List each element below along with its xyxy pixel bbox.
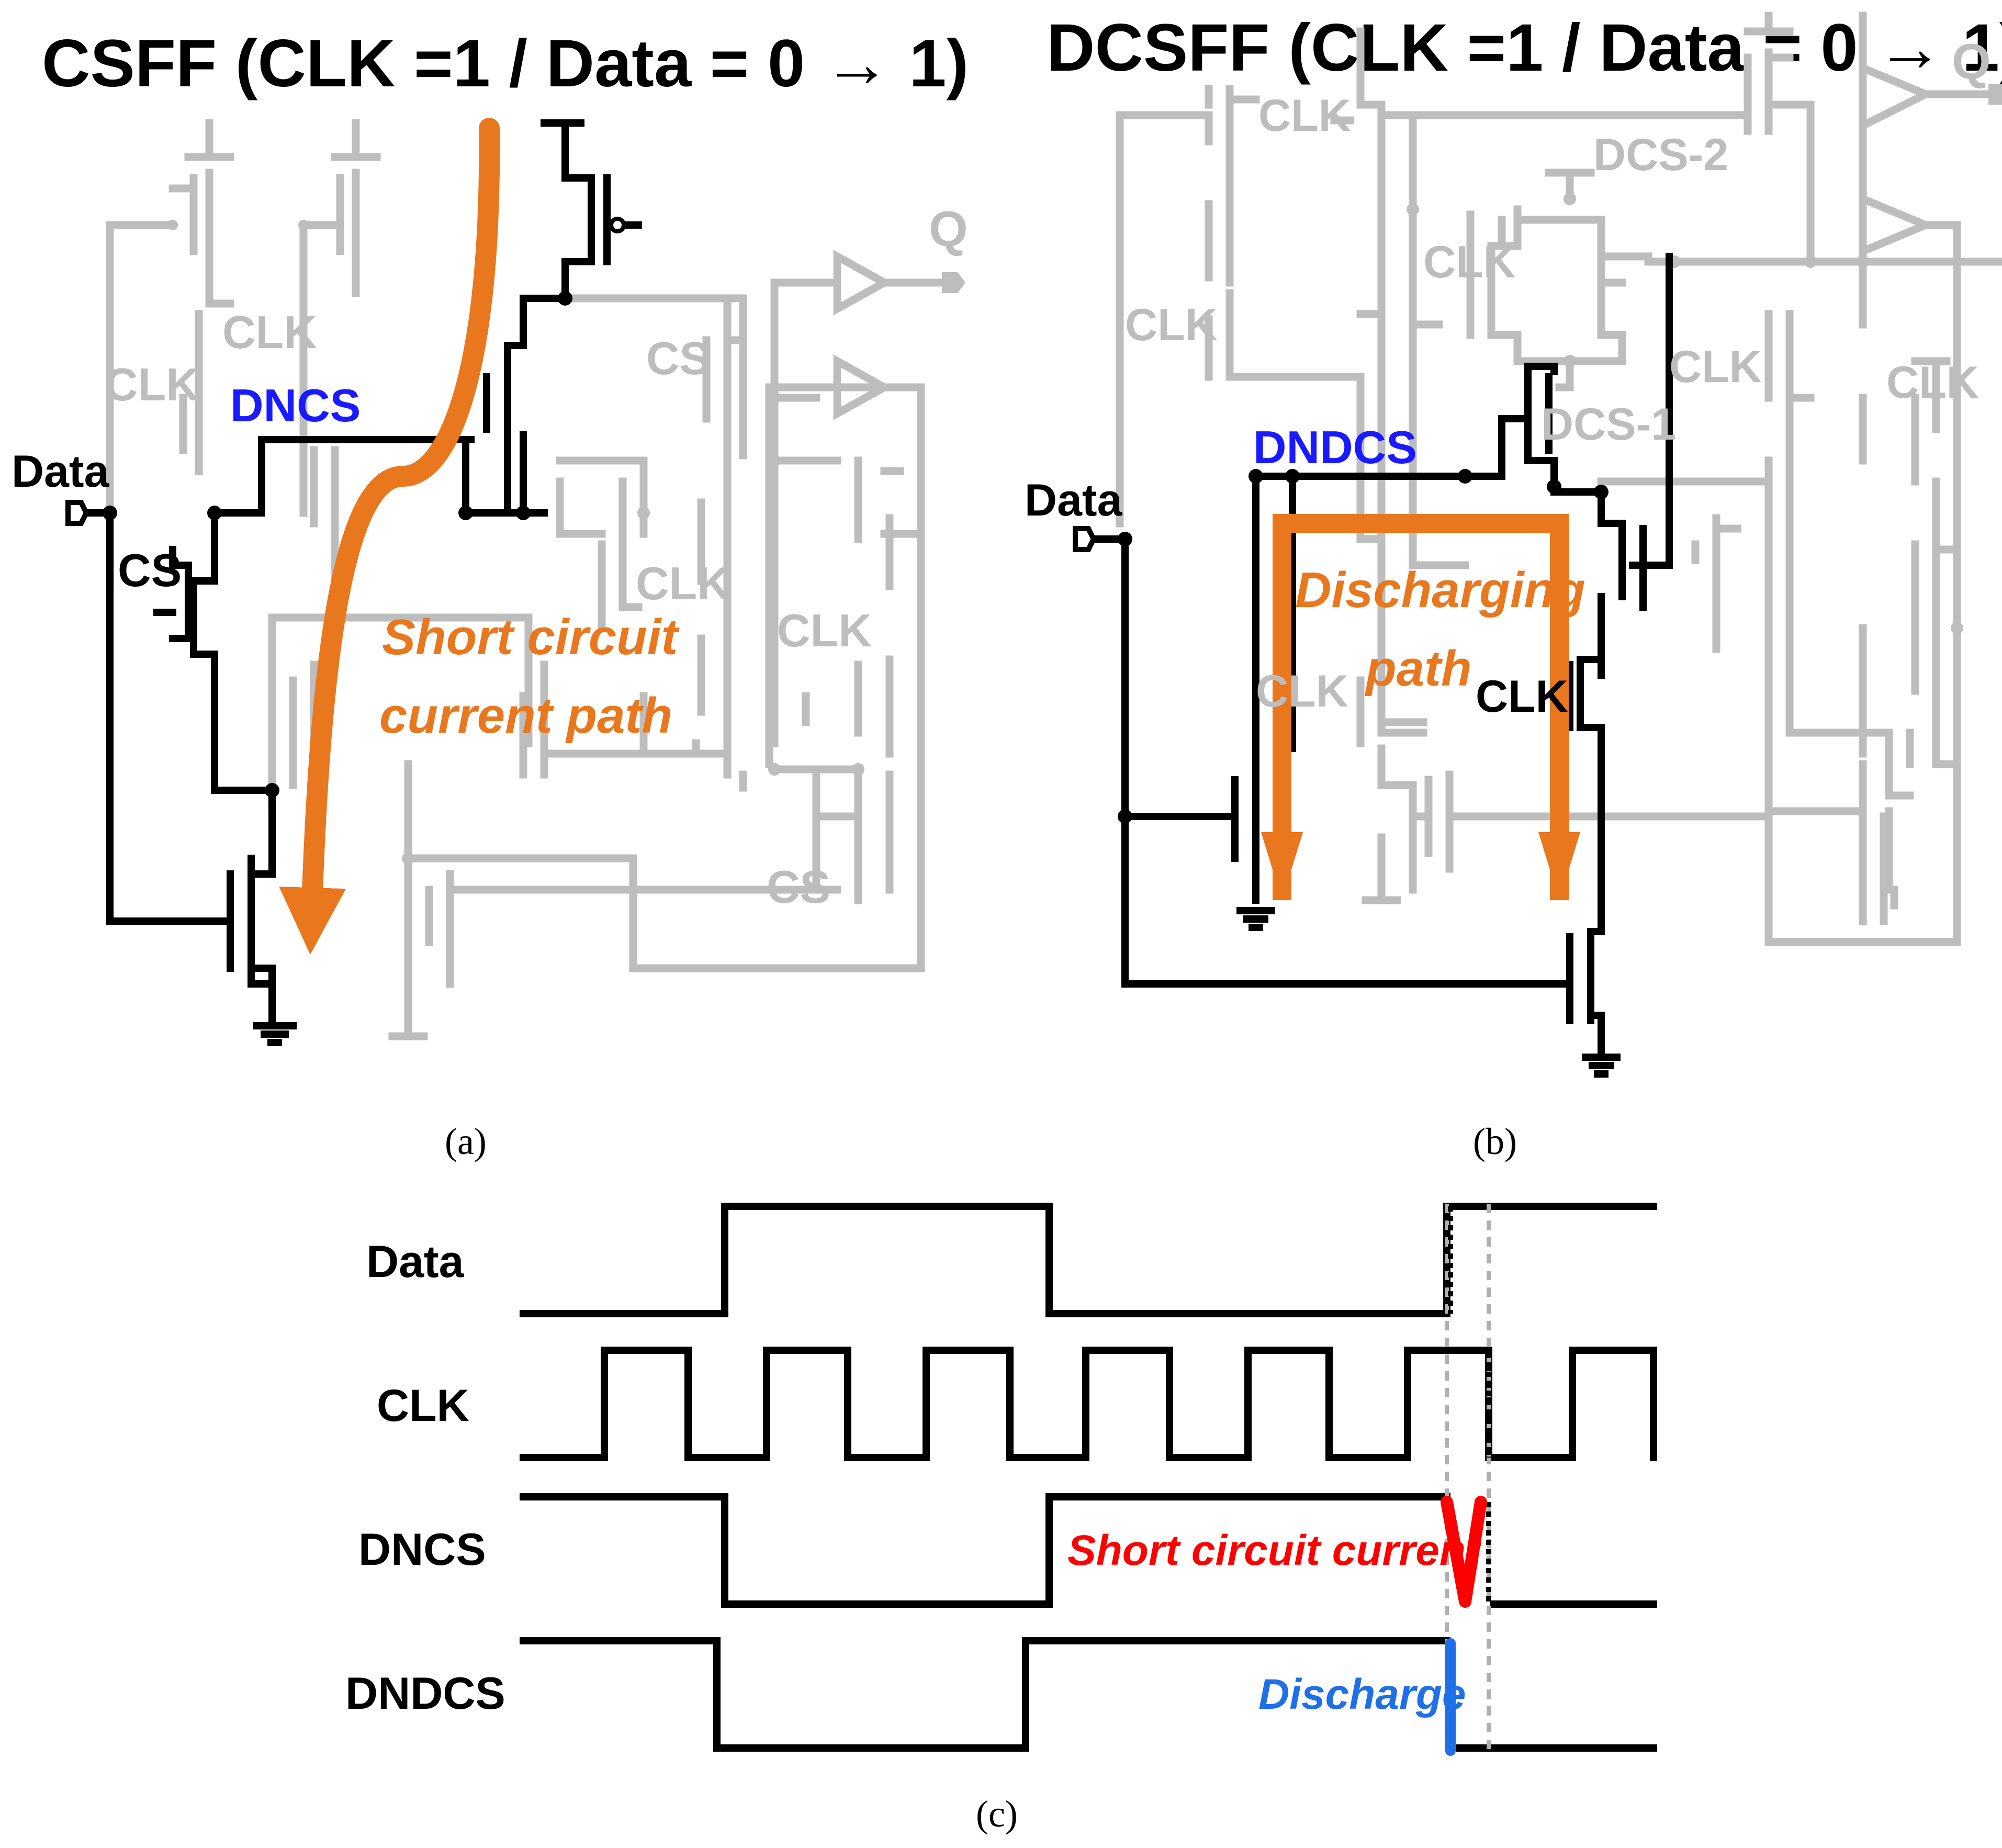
panel-b-label-dcs1: DCS-1 bbox=[1541, 399, 1676, 450]
panel-a-label-q: Q bbox=[929, 201, 968, 257]
waveform-data bbox=[520, 1203, 1657, 1317]
panel-b-gray-dots bbox=[1407, 193, 1963, 634]
waveform-clk bbox=[520, 1347, 1657, 1461]
panel-b-data-port bbox=[1073, 526, 1097, 552]
panel-a-label-clk-3: CLK bbox=[636, 557, 730, 609]
panel-b-black-dots bbox=[1118, 469, 1609, 824]
panel-b-caption: (b) bbox=[1473, 1121, 1517, 1162]
panel-b-label-clk-7: CLK bbox=[1476, 671, 1568, 722]
panel-a-caption: (a) bbox=[445, 1121, 487, 1162]
panel-a-inactive-circuit bbox=[106, 119, 946, 1040]
panel-b-label-clk-5: CLK bbox=[1886, 357, 1979, 408]
panel-b-label-dcs2: DCS-2 bbox=[1593, 130, 1728, 180]
panel-a-title: CSFF (CLK =1 / Data = 0 → 1) bbox=[42, 26, 969, 101]
panel-b-active-circuit bbox=[1090, 253, 1673, 1078]
panel-b-label-q: Q bbox=[1952, 33, 1991, 89]
signal-label-dncs: DNCS bbox=[358, 1525, 486, 1575]
panel-b-annotation-line2: path bbox=[1364, 641, 1472, 697]
panel-a-label-cs-2: CS bbox=[646, 332, 710, 384]
short-circuit-label: Short circuit current bbox=[1067, 1527, 1482, 1574]
panel-a-label-data: Data bbox=[12, 446, 110, 497]
panel-a-label-clk-1: CLK bbox=[222, 306, 317, 358]
panel-b-inactive-circuit bbox=[1116, 12, 2002, 946]
panel-b-label-clk-1: CLK bbox=[1258, 91, 1351, 141]
panel-b-label-clk-6: CLK bbox=[1256, 666, 1348, 716]
panel-a-active-circuit bbox=[75, 119, 642, 1046]
panel-a-label-clk-2: CLK bbox=[105, 359, 199, 410]
discharge-label: Discharge bbox=[1258, 1671, 1466, 1718]
panel-a-short-circuit-path bbox=[279, 118, 500, 955]
panel-b-annotation-line1: Discharging bbox=[1295, 562, 1585, 618]
panel-b-label-data: Data bbox=[1025, 475, 1123, 525]
panel-a-annotation-line1: Short circuit bbox=[382, 609, 680, 665]
panel-b-discharge-arrow-right bbox=[1538, 832, 1580, 900]
panel-a-q-port bbox=[942, 272, 965, 293]
panel-c-timing-diagram: Data CLK DNCS DNDCS Short circuit curren… bbox=[345, 1203, 1657, 1835]
panel-b-label-dndcs: DNDCS bbox=[1253, 421, 1417, 473]
panel-a-black-dots bbox=[103, 291, 572, 798]
panel-a-label-cs-1: CS bbox=[118, 544, 182, 596]
panel-b-label-clk-4: CLK bbox=[1669, 342, 1762, 392]
panel-a-data-port bbox=[65, 500, 89, 526]
panel-a-schematic: CSFF (CLK =1 / Data = 0 → 1) bbox=[12, 26, 969, 1162]
panel-a-gray-dots bbox=[167, 220, 864, 865]
short-circuit-glitch bbox=[1441, 1496, 1487, 1608]
panel-b-label-clk-3: CLK bbox=[1125, 300, 1218, 350]
panel-b-title: DCSFF (CLK =1 / Data = 0 → 1) bbox=[1047, 10, 2002, 85]
panel-b-q-port bbox=[1988, 84, 2002, 105]
panel-b-discharge-arrow-left bbox=[1261, 832, 1303, 900]
waveform-dndcs bbox=[520, 1637, 1657, 1752]
panel-c-caption: (c) bbox=[976, 1793, 1018, 1835]
panel-a-label-cs-3: CS bbox=[767, 861, 830, 913]
panel-b-schematic: DCSFF (CLK =1 / Data = 0 → 1) bbox=[1025, 10, 2002, 1162]
signal-label-clk: CLK bbox=[377, 1381, 469, 1431]
signal-label-data: Data bbox=[366, 1237, 465, 1287]
signal-label-dndcs: DNDCS bbox=[345, 1668, 505, 1719]
panel-a-annotation-line2: current path bbox=[379, 688, 672, 744]
panel-a-label-clk-4: CLK bbox=[777, 604, 872, 656]
panel-a-pmos-bubble bbox=[609, 217, 626, 233]
waveform-dncs bbox=[520, 1493, 1657, 1608]
panel-a-label-dncs: DNCS bbox=[230, 379, 361, 431]
panel-b-label-clk-2: CLK bbox=[1423, 237, 1516, 287]
panel-b-discharge-path bbox=[1273, 514, 1569, 900]
